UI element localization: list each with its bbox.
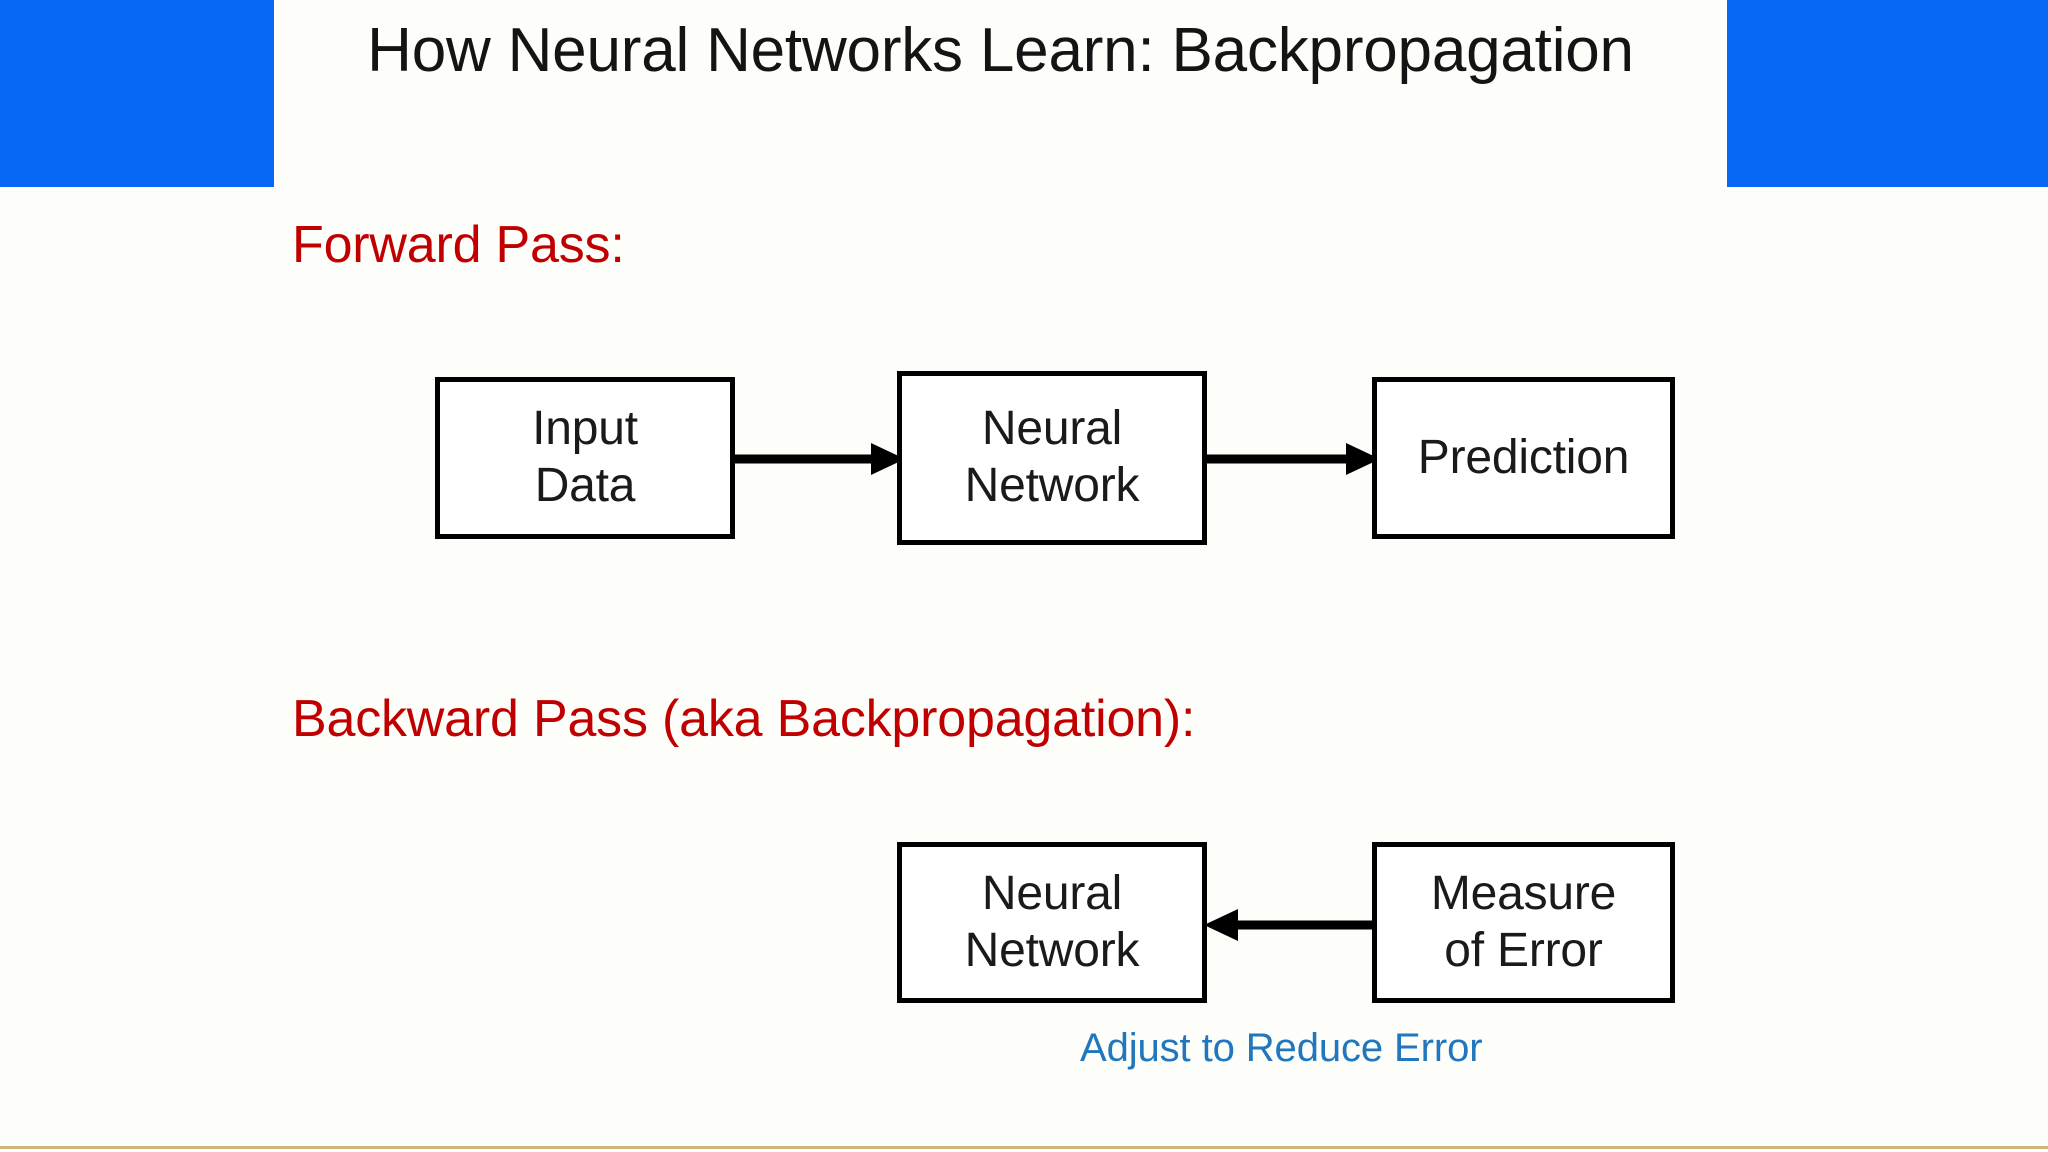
arrow-error-to-network-icon [1204, 909, 1380, 941]
flow-box-prediction-line1: Prediction [1417, 430, 1630, 484]
flow-box-measure-of-error-line1: Measure [1430, 866, 1617, 920]
flow-box-input-data-line1: Input [532, 402, 638, 456]
banner-title-plate [274, 0, 1727, 187]
bottom-divider-rule [0, 1146, 2048, 1149]
slide-title: How Neural Networks Learn: Backpropagati… [367, 16, 1634, 85]
flow-box-measure-of-error-line2: of Error [1444, 923, 1603, 977]
banner-block-right [1727, 0, 2048, 187]
flow-box-input-data: Input Data [435, 377, 735, 539]
flow-box-neural-network-backward-line1: Neural [981, 866, 1123, 920]
section-heading-backward-pass: Backward Pass (aka Backpropagation): [292, 690, 1196, 748]
flow-box-prediction: Prediction [1372, 377, 1675, 539]
flow-box-input-data-line2: Data [534, 459, 636, 512]
arrow-network-to-prediction-icon [1205, 443, 1380, 475]
flow-box-measure-of-error: Measure of Error [1372, 842, 1675, 1003]
caption-adjust-to-reduce-error: Adjust to Reduce Error [1080, 1026, 1483, 1070]
flow-box-neural-network-forward-line1: Neural [981, 402, 1123, 456]
section-heading-forward-pass: Forward Pass: [292, 216, 625, 274]
banner-block-left [0, 0, 274, 187]
flow-box-neural-network-forward-line2: Network [964, 459, 1140, 512]
flow-box-neural-network-backward: Neural Network [897, 842, 1207, 1003]
arrow-input-to-network-icon [733, 443, 905, 475]
flow-box-neural-network-backward-line2: Network [964, 923, 1140, 977]
flow-box-neural-network-forward: Neural Network [897, 371, 1207, 545]
